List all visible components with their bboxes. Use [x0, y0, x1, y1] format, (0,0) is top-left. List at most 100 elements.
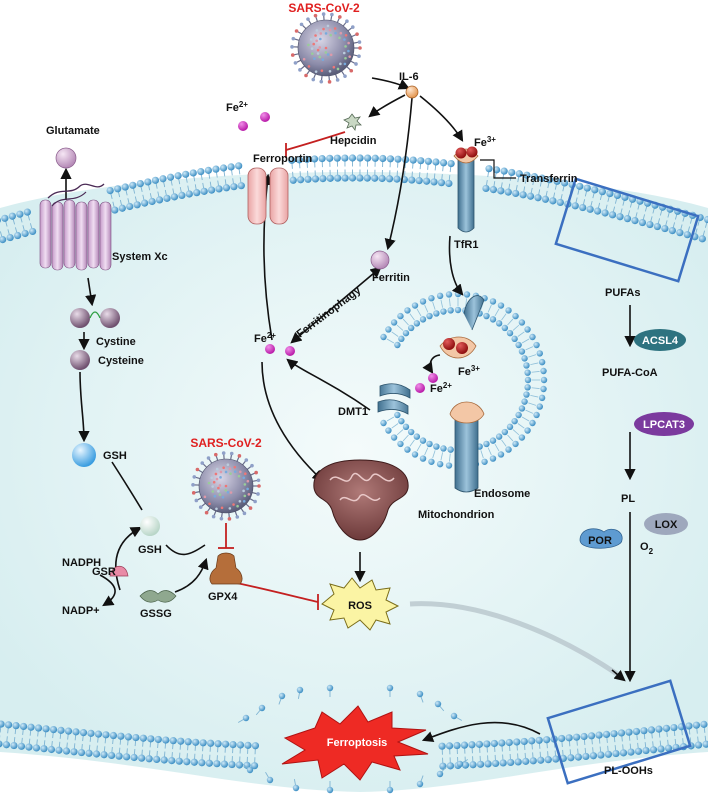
- arrow-xc-to-cystine: [85, 277, 97, 307]
- arrow-gpx4-cycle: [165, 544, 206, 556]
- endosome-label: Endosome: [474, 488, 530, 500]
- pathway-arrows: [60, 77, 636, 742]
- nadp-label: NADP+: [62, 605, 100, 617]
- il6-label: IL-6: [399, 71, 419, 83]
- arrow-ros-to-ploohs: [409, 601, 622, 679]
- por-enzyme: [579, 528, 623, 549]
- arrow-tfr1-to-endosome: [448, 235, 464, 296]
- iron-fe2-mid-1: [265, 344, 275, 354]
- ferritin-molecule: [370, 250, 390, 270]
- iron-fe2-top-2: [260, 112, 270, 122]
- hepcidin-molecule: [343, 113, 362, 131]
- cysteine-label: Cysteine: [98, 355, 144, 367]
- cystine-molecule-1: [70, 308, 90, 328]
- il6-molecule: [405, 85, 419, 99]
- membrane-highlight-box-top: [554, 177, 700, 283]
- gsh-label-2: GSH: [138, 544, 162, 556]
- lox-enzyme: [644, 513, 688, 535]
- iron-fe2-endo-2: [415, 383, 425, 393]
- fe3-endosome-label: Fe3+: [458, 364, 480, 378]
- arrow-cysteine-to-gsh: [78, 371, 90, 443]
- fe2-endosome-label: Fe2+: [430, 381, 452, 395]
- sars-cov-2-mid: SARS-CoV-2: [190, 436, 262, 521]
- transferrin-receptor: Fe3+ Transferrin TfR1: [453, 135, 578, 251]
- pufa-coa-label: PUFA-CoA: [602, 367, 658, 379]
- gsh-molecule-2: [140, 516, 160, 536]
- ferritin-label: Ferritin: [372, 272, 410, 284]
- fe3-transferrin-2: [466, 146, 478, 158]
- iron-fe2-top-1: [238, 121, 248, 131]
- mitochondrion: Mitochondrion: [313, 459, 495, 541]
- arrow-il6-to-ferritin: [384, 97, 413, 251]
- pl-label: PL: [621, 493, 635, 505]
- plasma-membrane-bottom: [0, 720, 708, 770]
- fe3-transferrin-1: [455, 147, 467, 159]
- lpcat3-label: LPCAT3: [643, 419, 685, 431]
- arrow-fe2-to-mito: [261, 361, 324, 482]
- arrow-nadph-nadp: [99, 574, 116, 607]
- nadph-label: NADPH: [62, 557, 101, 569]
- mitochondrion-label: Mitochondrion: [418, 509, 495, 521]
- arrow-fe3-reduction: [422, 354, 441, 374]
- gsr-label: GSR: [92, 566, 116, 578]
- glutamate-label: Glutamate: [46, 125, 100, 137]
- membrane-highlight-box-bottom: [546, 679, 692, 785]
- pufas-label: PUFAs: [605, 287, 640, 299]
- lpcat3-enzyme: [634, 412, 694, 436]
- sars-cov-2-top-label: SARS-CoV-2: [288, 1, 360, 15]
- gssg-molecule: [139, 590, 177, 603]
- gsh-molecule-1: [72, 443, 96, 467]
- arrow-gssg-to-gpx4: [174, 557, 209, 593]
- cysteine-molecule: [70, 350, 90, 370]
- arrow-virus-to-il6: [371, 77, 411, 90]
- fe3-endosome-2: [456, 342, 468, 354]
- por-label: POR: [588, 535, 612, 547]
- cystine-label: Cystine: [96, 336, 136, 348]
- fe3-top-label: Fe3+: [474, 135, 496, 149]
- ferroportin-label: Ferroportin: [253, 153, 313, 165]
- ros-label: ROS: [348, 600, 372, 612]
- dmt1-label: DMT1: [338, 406, 368, 418]
- transferrin-label: Transferrin: [520, 173, 578, 185]
- arrow-ros-to-ploohs-head: [611, 669, 626, 682]
- gsr-enzyme: [109, 565, 129, 577]
- acsl4-enzyme: [634, 329, 686, 351]
- pl-oohs-label: PL-OOHs: [604, 765, 653, 777]
- acsl4-label: ACSL4: [642, 335, 679, 347]
- gpx4-enzyme: [209, 552, 243, 585]
- glutamate-molecule: [55, 147, 77, 169]
- arrow-gsr-cycle: [115, 526, 142, 591]
- sars-cov-2-mid-label: SARS-CoV-2: [190, 436, 262, 450]
- fe2-mid-label: Fe2+: [254, 331, 276, 345]
- arrow-gsh-to-gsh2: [111, 461, 143, 511]
- o2-label: O2: [640, 541, 654, 556]
- system-xc-transporter: System Xc: [39, 183, 168, 271]
- endosome-vesicle: [380, 290, 548, 470]
- fe3-endosome-1: [443, 338, 455, 350]
- fe2-top-label: Fe2+: [226, 100, 248, 114]
- gsh-label-1: GSH: [103, 450, 127, 462]
- inhibit-gpx4-ros: [231, 581, 319, 603]
- ros-burst: [321, 577, 400, 631]
- endosome-proteins: Fe3+ Fe2+ DMT1 Endosome: [338, 295, 530, 500]
- ferroptosis-label: Ferroptosis: [327, 737, 388, 749]
- iron-fe2-mid-2: [285, 346, 295, 356]
- ferroptosis-burst: [281, 705, 429, 781]
- dmt1-transporter: [377, 383, 411, 415]
- arrow-ferritinophagy: [290, 266, 382, 344]
- gssg-label: GSSG: [140, 608, 172, 620]
- arrow-il6-to-transferrin: [419, 95, 464, 142]
- cystine-molecule-2: [100, 308, 120, 328]
- ferroportin-channel: Ferroportin: [247, 153, 313, 225]
- arrow-il6-to-hepcidin: [368, 94, 406, 118]
- lox-label: LOX: [655, 519, 678, 531]
- tfr1-label: TfR1: [454, 239, 478, 251]
- inhibition-lines: [218, 131, 346, 610]
- inhibit-hepcidin-ferroportin: [285, 131, 346, 151]
- sars-cov-2-top: SARS-CoV-2: [288, 1, 362, 84]
- iron-fe2-endo-1: [428, 373, 438, 383]
- gpx4-label: GPX4: [208, 591, 238, 603]
- system-xc-label: System Xc: [112, 251, 168, 263]
